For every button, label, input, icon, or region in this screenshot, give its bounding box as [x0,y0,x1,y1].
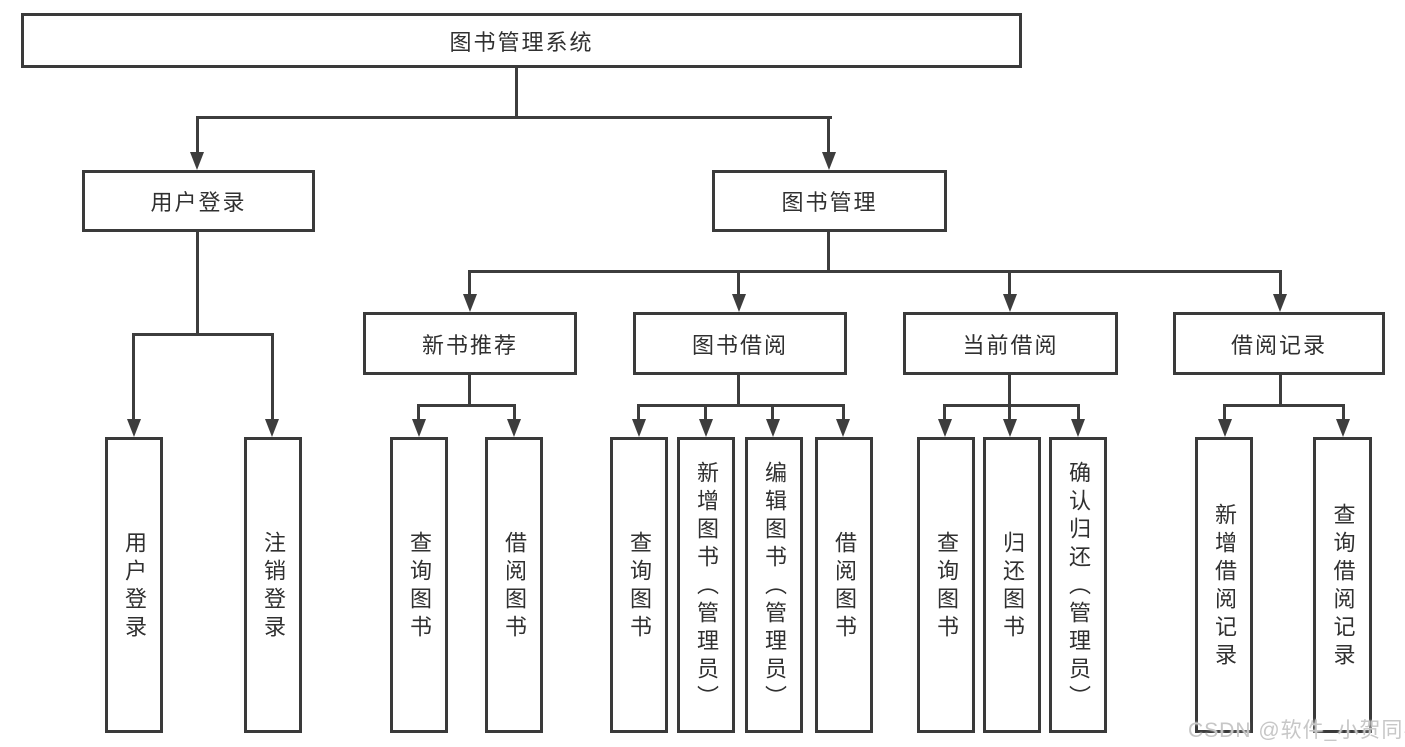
connector-book-mgmt-drop-4 [1279,270,1282,297]
arrowhead-rec-query [412,419,426,437]
arrowhead-br-add [1218,419,1232,437]
arrowhead-cb-return [1003,419,1017,437]
node-current-borrowing: 当前借阅 [903,312,1118,375]
arrowhead-bb-edit [766,419,780,437]
node-borrowing-records-label: 借阅记录 [1230,332,1327,358]
node-cb-confirm-return-admin-label: 确认归还（管理员） [1066,461,1091,713]
node-user-login-group-label: 用户登录 [150,190,247,215]
connector-cb-drop-2 [1008,404,1011,422]
node-logout-label: 注销登录 [261,531,286,643]
arrowhead-bb-add [699,419,713,437]
node-book-borrowing: 图书借阅 [633,312,847,375]
node-bb-query-books-label: 查询图书 [627,531,652,643]
arrowhead-user-login [127,419,141,437]
arrowhead-bb-query [632,419,646,437]
connector-br-stub [1279,375,1282,407]
node-bb-add-books-admin-label: 新增图书（管理员） [694,461,719,713]
node-user-login: 用户登录 [105,437,163,733]
node-bb-borrow-books-label: 借阅图书 [832,531,857,643]
node-library-system: 图书管理系统 [21,13,1022,68]
connector-root-left-drop [196,116,199,156]
node-br-add-record: 新增借阅记录 [1195,437,1253,733]
connector-book-mgmt-drop-2 [737,270,740,297]
node-bb-add-books-admin: 新增图书（管理员） [677,437,735,733]
node-br-query-record-label: 查询借阅记录 [1330,503,1356,671]
connector-rec-drop-1 [417,404,420,422]
connector-cb-drop-3 [1077,404,1080,422]
node-rec-borrow-books: 借阅图书 [485,437,543,733]
node-bb-edit-books-admin-label: 编辑图书（管理员） [762,461,787,713]
connector-bb-drop-2 [704,404,707,422]
connector-bb-drop-3 [771,404,774,422]
connector-br-drop-1 [1223,404,1226,422]
connector-book-mgmt-drop-3 [1008,270,1011,297]
connector-root-right-drop [827,116,830,156]
connector-user-login-stub [196,232,199,336]
node-user-login-group: 用户登录 [82,170,315,232]
arrowhead-cb-confirm [1071,419,1085,437]
connector-bb-stub [737,375,740,407]
node-bb-edit-books-admin: 编辑图书（管理员） [745,437,803,733]
node-cb-return-books-label: 归还图书 [1000,531,1025,643]
node-new-book-recommend-label: 新书推荐 [421,332,518,358]
arrowhead-logout [265,419,279,437]
connector-br-branch [1223,404,1345,407]
node-br-add-record-label: 新增借阅记录 [1212,503,1237,671]
node-bb-query-books: 查询图书 [610,437,668,733]
arrowhead-borrow-records [1273,294,1287,312]
node-logout: 注销登录 [244,437,302,733]
node-book-management: 图书管理 [712,170,947,232]
node-bb-borrow-books: 借阅图书 [815,437,873,733]
connector-cb-branch [943,404,1080,407]
node-cb-query-books-label: 查询图书 [934,531,959,643]
node-book-borrowing-label: 图书借阅 [691,332,788,358]
arrowhead-user-login-group [190,152,204,170]
connector-rec-stub [468,375,471,407]
node-cb-confirm-return-admin: 确认归还（管理员） [1049,437,1107,733]
connector-bb-branch [637,404,845,407]
connector-book-mgmt-branch [468,270,1282,273]
connector-bb-drop-1 [637,404,640,422]
connector-user-login-drop-1 [132,333,135,422]
node-current-borrowing-label: 当前借阅 [962,332,1059,358]
node-cb-return-books: 归还图书 [983,437,1041,733]
arrowhead-bb-borrow [836,419,850,437]
arrowhead-current-borrow [1003,294,1017,312]
node-library-system-label: 图书管理系统 [449,29,594,55]
arrowhead-book-borrow [732,294,746,312]
arrowhead-book-mgmt-group [822,152,836,170]
node-rec-borrow-books-label: 借阅图书 [502,531,527,643]
node-borrowing-records: 借阅记录 [1173,312,1385,375]
connector-user-login-drop-2 [271,333,274,422]
connector-br-drop-2 [1342,404,1345,422]
node-rec-query-books: 查询图书 [390,437,448,733]
node-user-login-label: 用户登录 [122,531,147,643]
arrowhead-cb-query [938,419,952,437]
connector-bb-drop-4 [842,404,845,422]
arrowhead-br-query [1336,419,1350,437]
connector-root-branch [196,116,832,119]
connector-book-mgmt-stub [827,232,830,273]
connector-rec-branch [417,404,516,407]
connector-rec-drop-2 [513,404,516,422]
connector-book-mgmt-drop-1 [468,270,471,297]
connector-cb-drop-1 [943,404,946,422]
node-rec-query-books-label: 查询图书 [407,531,432,643]
arrowhead-rec-borrow [507,419,521,437]
node-book-management-label: 图书管理 [781,190,878,215]
connector-cb-stub [1008,375,1011,407]
node-cb-query-books: 查询图书 [917,437,975,733]
arrowhead-new-book-rec [463,294,477,312]
node-new-book-recommend: 新书推荐 [363,312,577,375]
connector-root-stub [515,68,518,118]
connector-user-login-branch [132,333,274,336]
watermark-text: CSDN @软件_小贺同学 [1188,719,1405,742]
node-br-query-record: 查询借阅记录 [1313,437,1372,733]
